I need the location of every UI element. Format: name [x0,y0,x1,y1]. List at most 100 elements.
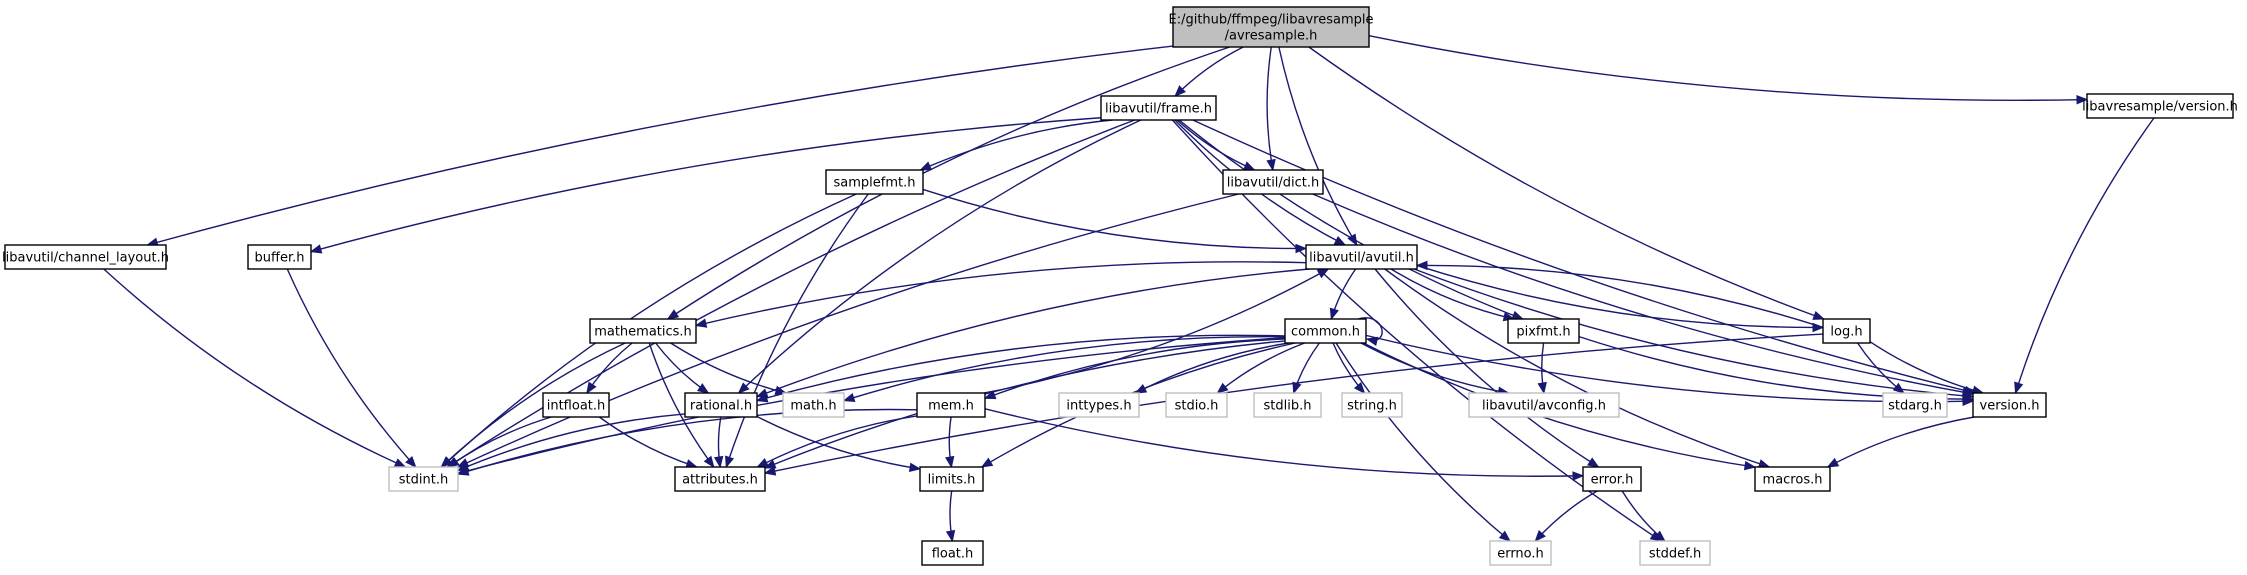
node-limits[interactable]: limits.h [919,466,984,492]
edge-avresample-to-dict [1266,46,1276,172]
edge-dict-to-stdint [456,193,1239,468]
edge-line [1416,264,1824,329]
arrow-head [440,456,453,468]
edge-rational-to-attributes [713,416,724,469]
edge-mem-to-limits [945,416,955,469]
arrow-head [1537,381,1547,395]
node-stdlib: stdlib.h [1253,392,1322,418]
node-box [782,392,845,418]
node-stdint: stdint.h [388,466,459,492]
edge-limits-to-float [945,490,956,543]
node-log[interactable]: log.h [1822,318,1871,344]
node-label: pixfmt.h [1516,325,1570,340]
arrow-head [1653,530,1666,542]
edge-avutil-to-common [1329,268,1357,321]
node-box [1489,540,1552,566]
edge-mem-to-stdint [456,408,918,476]
edge-frame-to-buffer [309,117,1102,254]
node-macros[interactable]: macros.h [1754,466,1831,492]
nodes-layer: E:/github/ffmpeg/libavresample/avresampl… [2,6,2238,566]
node-stdio: stdio.h [1165,392,1228,418]
edge-common-to-math [842,335,1286,402]
arrow-head [980,457,994,468]
arrow-head [1572,471,1585,481]
node-avresample[interactable]: E:/github/ffmpeg/libavresample/avresampl… [1168,6,1374,48]
node-dict[interactable]: libavutil/dict.h [1222,169,1324,195]
node-channel_layout[interactable]: libavutil/channel_layout.h [2,244,169,270]
edge-common-to-rational [755,334,1286,403]
edge-line [984,338,1286,399]
edge-common-to-version [1365,334,1975,407]
node-box [1172,6,1370,48]
edge-line [446,119,1135,468]
node-box [247,244,312,270]
arrow-head [1353,381,1366,395]
node-samplefmt[interactable]: samplefmt.h [825,169,924,195]
edge-line [1266,46,1274,171]
node-box [542,392,610,418]
arrow-head [1534,530,1546,543]
edge-line [984,408,1584,477]
edge-line [1534,490,1598,542]
node-label: stddef.h [1649,547,1701,562]
arrow-head [1174,85,1186,97]
node-box [1253,392,1322,418]
node-mem[interactable]: mem.h [916,392,986,418]
node-box [684,392,758,418]
node-box [674,466,766,492]
edge-avutil-to-log [1416,264,1825,333]
node-buffer[interactable]: buffer.h [247,244,312,270]
edge-common-to-string [1332,342,1366,395]
edge-buffer-to-stdint [286,268,417,468]
edge-error-to-stddef [1621,490,1666,542]
node-label: limits.h [928,473,976,488]
node-box [1507,318,1580,344]
edge-line [1827,416,1975,468]
node-avutil[interactable]: libavutil/avutil.h [1305,244,1418,270]
edge-avr_version-to-version [2014,117,2155,395]
node-string: string.h [1341,392,1403,418]
edge-pixfmt-to-avconfig [1537,342,1547,395]
edge-line [1278,46,1358,246]
node-intfloat[interactable]: intfloat.h [542,392,610,418]
edge-line [756,334,1286,402]
arrow-head [919,161,933,171]
arrow-head [1242,161,1256,171]
node-error[interactable]: error.h [1582,466,1642,492]
node-version[interactable]: version.h [1972,392,2047,418]
node-label: mem.h [928,399,974,414]
node-label: libavutil/avconfig.h [1482,399,1606,414]
node-common[interactable]: common.h [1284,318,1367,344]
arrow-head [1826,457,1840,468]
node-attributes[interactable]: attributes.h [674,466,766,492]
node-float[interactable]: float.h [921,540,984,566]
node-rational[interactable]: rational.h [684,392,758,418]
node-frame[interactable]: libavutil/frame.h [1100,95,1217,121]
node-mathematics[interactable]: mathematics.h [589,318,697,344]
arrow-head [1347,233,1358,247]
arrow-head [456,466,470,476]
node-avr_version[interactable]: libavresample/version.h [2082,93,2238,119]
node-pixfmt[interactable]: pixfmt.h [1507,318,1580,344]
node-box [1165,392,1228,418]
arrow-head [908,462,922,472]
edge-line [310,117,1102,253]
edge-common-to-stdlib [1292,342,1320,395]
edge-line [1416,264,1824,329]
edge-line [457,413,686,472]
edge-avutil-to-error [1374,268,1600,468]
node-label: attributes.h [682,473,758,488]
edge-line [984,268,1329,394]
node-box [1468,392,1620,418]
edge-avutil-to-macros [1384,268,1771,469]
edge-mathematics-to-attributes [648,342,715,469]
edge-line [1374,268,1599,468]
edge-line [922,188,1307,250]
node-box [1582,466,1642,492]
node-box [2086,93,2234,119]
edge-line [1869,341,1984,394]
edge-rational-to-limits [756,415,922,472]
edge-samplefmt-to-attributes [725,193,869,469]
edge-avresample-to-avr_version [1368,35,2089,105]
